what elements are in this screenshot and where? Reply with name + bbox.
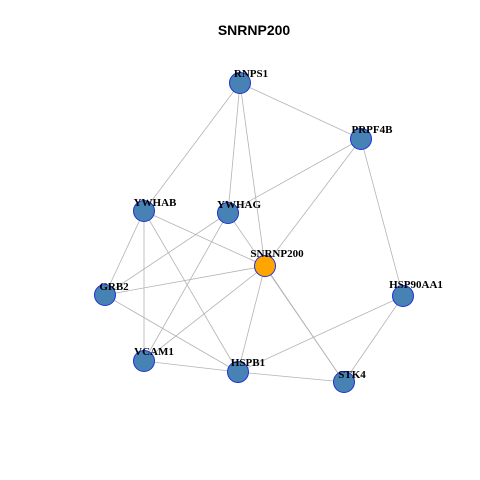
edge-ywhag-grb2 <box>104 212 229 296</box>
node-label-rnps1: RNPS1 <box>234 68 268 80</box>
node-circle-stk4[interactable] <box>333 371 355 393</box>
edge-hsp90aa1-hspb1 <box>237 295 404 373</box>
node-circle-hspb1[interactable] <box>227 361 249 383</box>
node-label-prpf4b: PRPF4B <box>352 124 394 136</box>
edge-layer <box>104 82 404 383</box>
edge-grb2-hspb1 <box>104 294 239 373</box>
node-snrnp200[interactable]: SNRNP200 <box>250 248 304 277</box>
node-label-snrnp200: SNRNP200 <box>250 248 304 260</box>
edge-ywhab-snrnp200 <box>143 210 266 267</box>
node-prpf4b[interactable]: PRPF4B <box>350 124 394 150</box>
edge-ywhag-vcam1 <box>143 212 229 362</box>
node-vcam1[interactable]: VCAM1 <box>133 346 174 372</box>
node-circle-hsp90aa1[interactable] <box>392 285 414 307</box>
node-label-ywhag: YWHAG <box>217 199 261 211</box>
node-label-hspb1: HSPB1 <box>231 357 265 369</box>
node-label-grb2: GRB2 <box>99 281 129 293</box>
node-circle-ywhab[interactable] <box>133 200 155 222</box>
edge-hspb1-stk4 <box>237 371 345 383</box>
node-label-ywhab: YWHAB <box>134 197 177 209</box>
node-circle-ywhag[interactable] <box>217 202 239 224</box>
node-label-stk4: STK4 <box>338 369 366 381</box>
edge-rnps1-ywhag <box>227 82 241 214</box>
edge-rnps1-prpf4b <box>239 82 362 140</box>
edge-prpf4b-ywhag <box>227 138 362 214</box>
node-grb2[interactable]: GRB2 <box>94 281 130 306</box>
node-circle-grb2[interactable] <box>94 284 116 306</box>
edge-snrnp200-hspb1 <box>237 265 266 373</box>
edge-snrnp200-grb2 <box>104 265 266 296</box>
edge-rnps1-ywhab <box>143 82 241 212</box>
node-circle-rnps1[interactable] <box>229 72 251 94</box>
edge-snrnp200-stk4 <box>264 265 345 383</box>
node-ywhab[interactable]: YWHAB <box>133 197 178 222</box>
node-hsp90aa1[interactable]: HSP90AA1 <box>389 279 443 307</box>
node-circle-prpf4b[interactable] <box>350 128 372 150</box>
edge-vcam1-hspb1 <box>143 360 239 373</box>
node-rnps1[interactable]: RNPS1 <box>229 68 269 94</box>
edge-prpf4b-hsp90aa1 <box>360 138 404 297</box>
node-circle-vcam1[interactable] <box>133 350 155 372</box>
node-circle-snrnp200[interactable] <box>254 255 276 277</box>
edge-ywhab-hspb1 <box>143 210 239 373</box>
node-hspb1[interactable]: HSPB1 <box>227 357 266 383</box>
node-label-hsp90aa1: HSP90AA1 <box>389 279 443 291</box>
diagram-title: SNRNP200 <box>218 22 291 38</box>
edge-prpf4b-snrnp200 <box>264 138 362 267</box>
node-ywhag[interactable]: YWHAG <box>217 199 261 224</box>
node-label-vcam1: VCAM1 <box>134 346 174 358</box>
edge-snrnp200-vcam1 <box>143 265 266 362</box>
edge-ywhab-grb2 <box>104 210 145 296</box>
edge-rnps1-snrnp200 <box>239 82 266 267</box>
node-stk4[interactable]: STK4 <box>333 369 367 393</box>
edge-hsp90aa1-stk4 <box>343 295 404 383</box>
